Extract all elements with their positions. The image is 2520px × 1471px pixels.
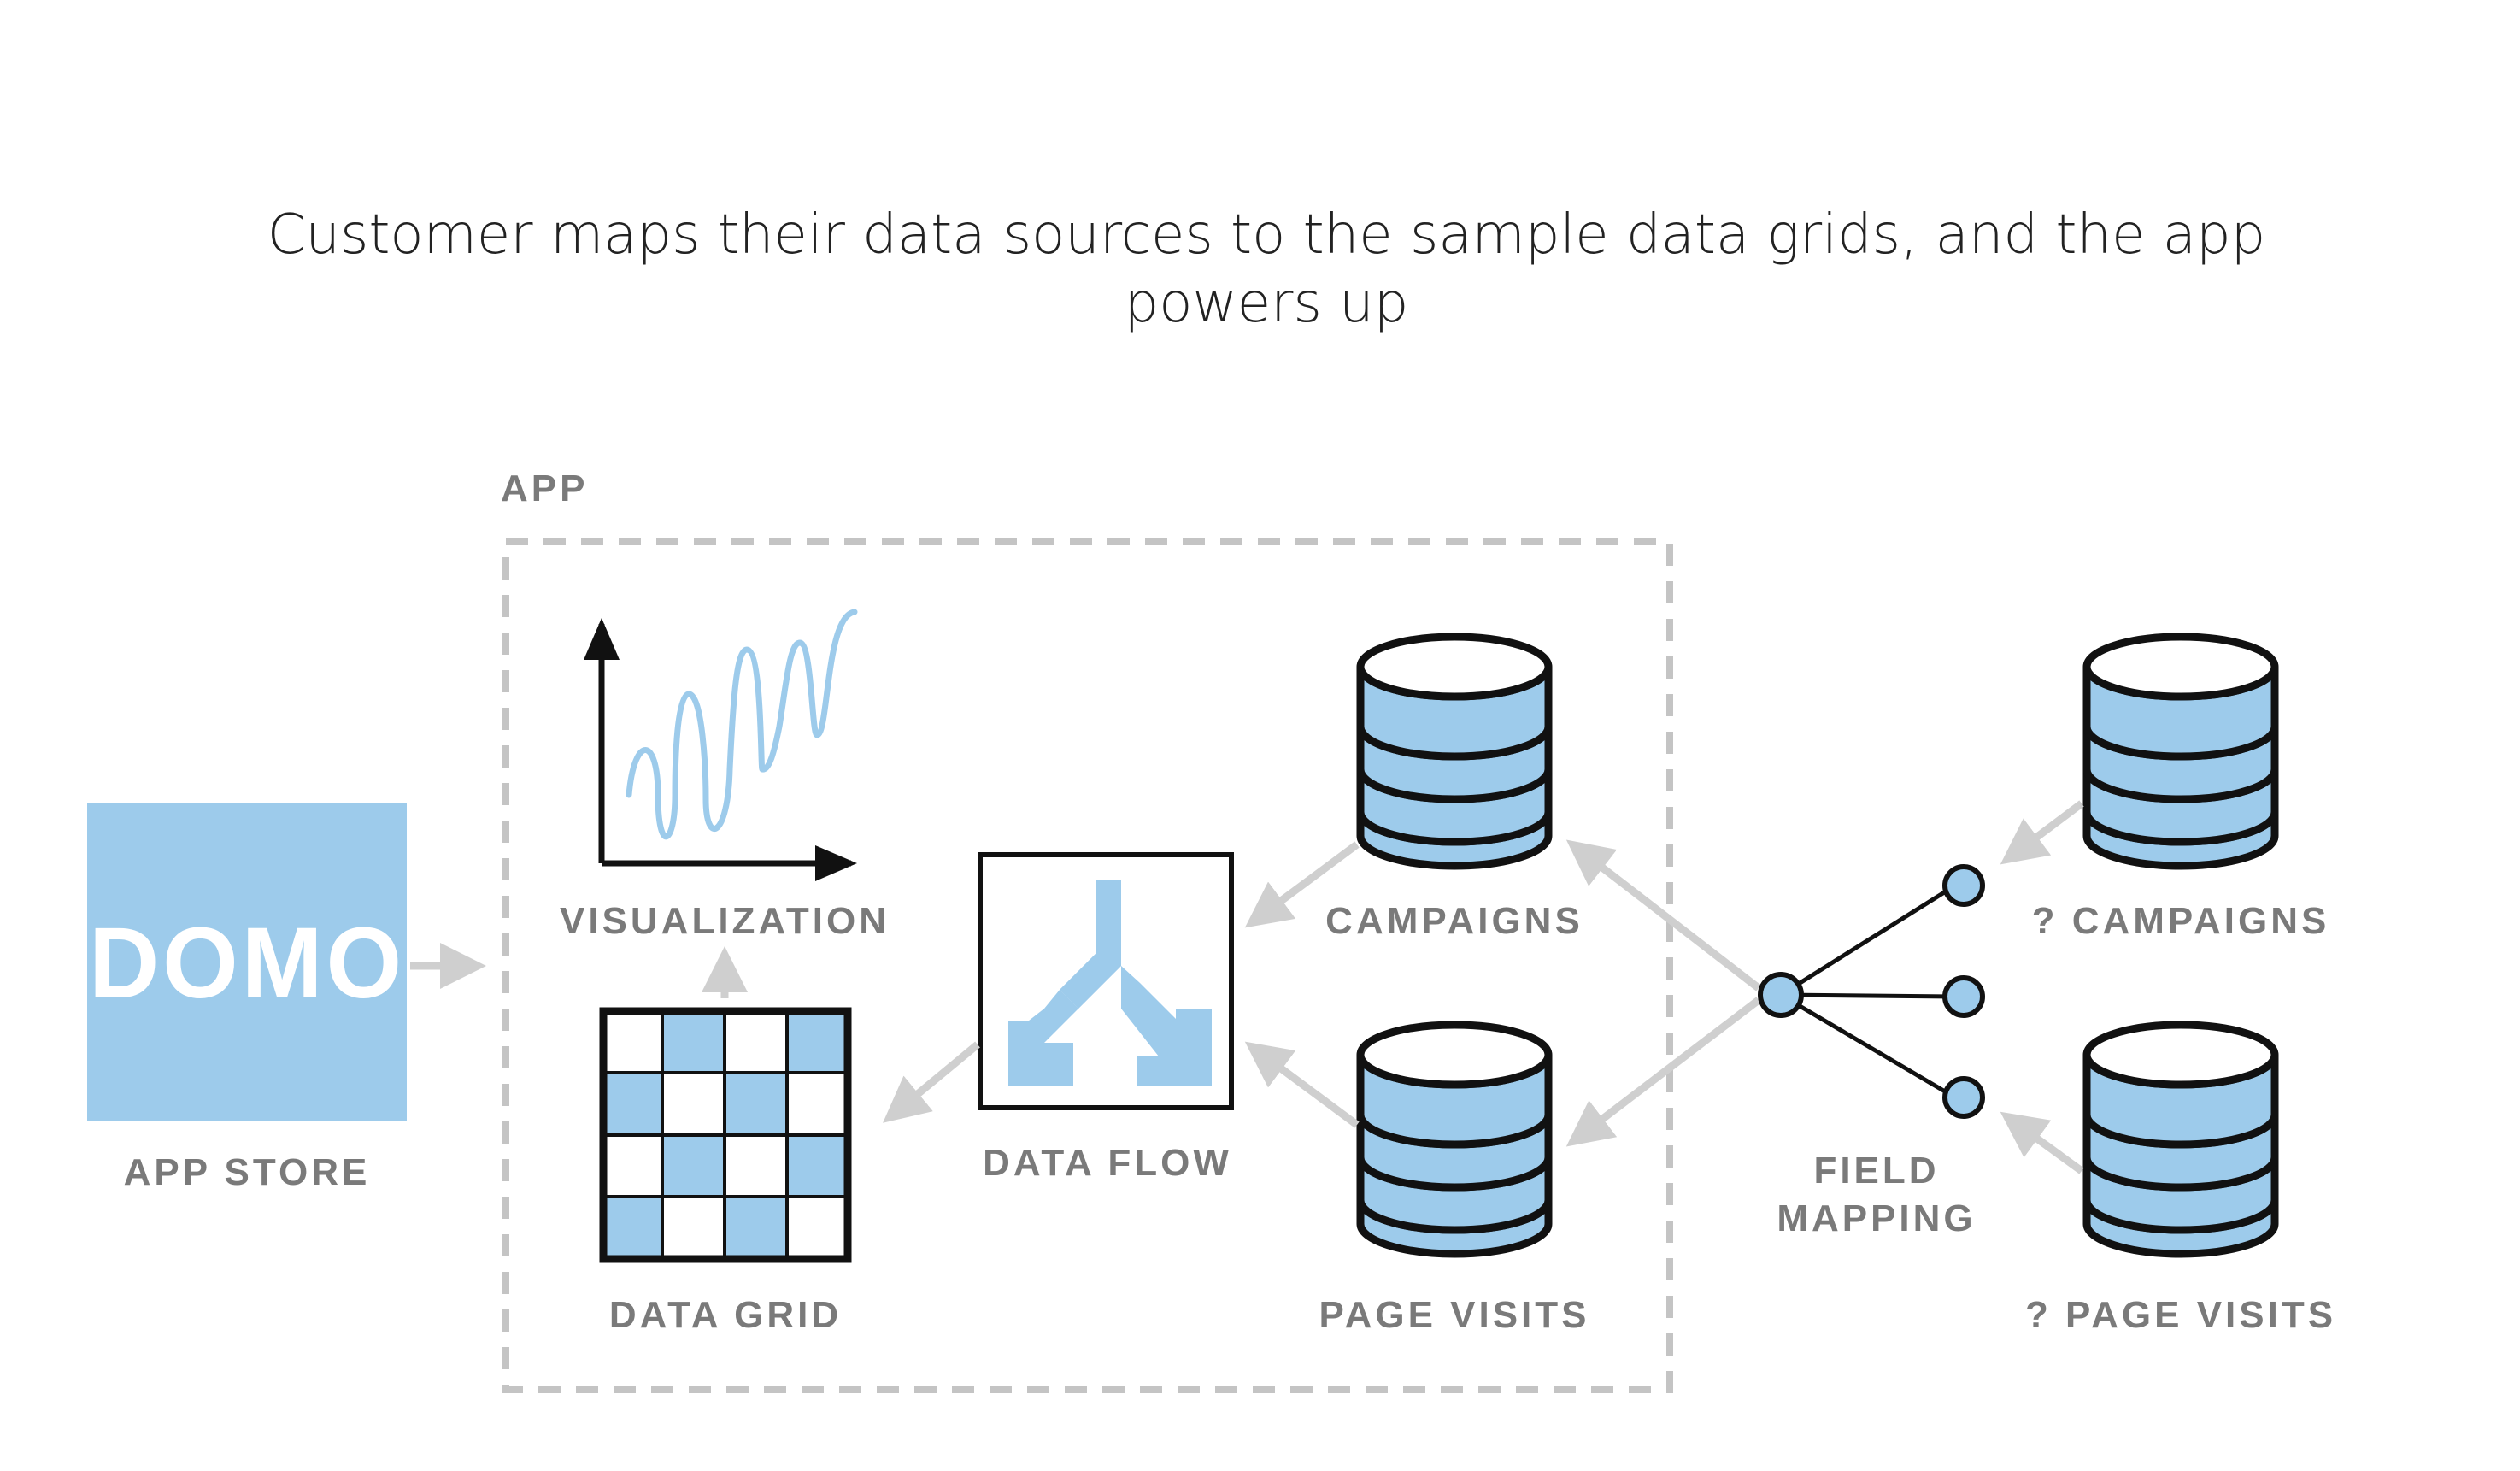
arrow-page-visits-to-flow	[1244, 1041, 1360, 1128]
domo-logo: DOMO	[87, 803, 407, 1121]
customer-campaigns-label: ? CAMPAIGNS	[2032, 900, 2330, 942]
app-container	[502, 538, 1673, 1393]
diagram-title-line-2: powers up	[1125, 272, 1409, 335]
customer-campaigns-database-icon	[2082, 633, 2279, 870]
field-mapping-label-line-2: MAPPING	[1777, 1197, 1976, 1239]
campaigns-label: CAMPAIGNS	[1325, 900, 1583, 942]
data-flow-label: DATA FLOW	[983, 1142, 1232, 1184]
arrow-flow-to-grid	[883, 1041, 980, 1123]
field-mapping-label-line-1: FIELD	[1813, 1150, 1939, 1192]
arrow-customer-page-visits-to-mapping	[2000, 1111, 2084, 1174]
field-mapping-node-icon	[1758, 864, 1985, 1119]
arrow-mapping-to-page-visits	[1565, 997, 1761, 1147]
customer-page-visits-database-icon	[2082, 1021, 2279, 1258]
app-label: APP	[501, 468, 588, 509]
customer-page-visits-label: ? PAGE VISITS	[2025, 1294, 2336, 1336]
data-grid-icon	[599, 1007, 852, 1263]
visualization-label: VISUALIZATION	[560, 900, 890, 942]
arrow-campaigns-to-flow	[1244, 841, 1360, 928]
arrow-mapping-to-campaigns	[1565, 839, 1761, 991]
visualization-chart-icon	[584, 609, 858, 881]
data-grid-label: DATA GRID	[609, 1294, 842, 1336]
diagram-title-line-1: Customer maps their data sources to the …	[267, 203, 2266, 267]
data-flow-icon	[978, 852, 1234, 1110]
domo-logo-text: DOMO	[89, 907, 405, 1020]
arrow-customer-campaigns-to-mapping	[2000, 800, 2084, 865]
app-store-label: APP STORE	[124, 1151, 371, 1193]
page-visits-label: PAGE VISITS	[1319, 1294, 1589, 1336]
page-visits-database-icon	[1356, 1021, 1553, 1258]
campaigns-database-icon	[1356, 633, 1553, 870]
